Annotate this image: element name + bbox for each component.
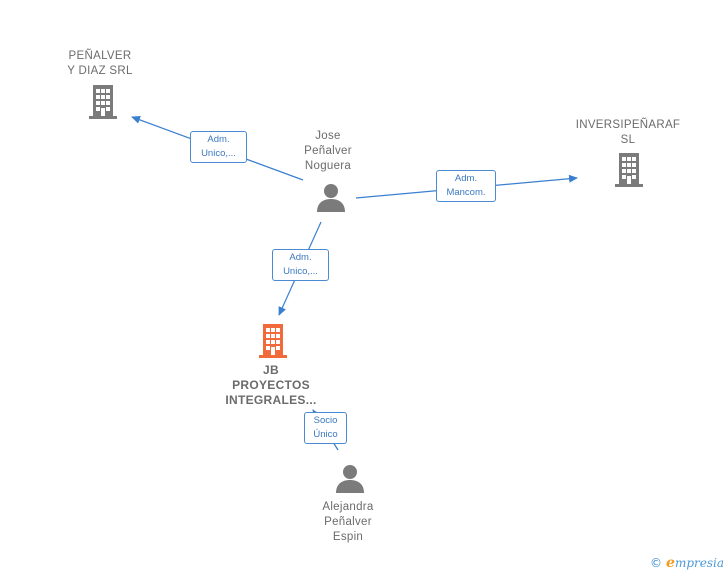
node-label-line: PROYECTOS	[232, 378, 310, 392]
node-label-line: INVERSIPEÑARAF	[575, 119, 681, 131]
edge-label-line: Adm.	[289, 252, 312, 263]
edge-label-e4[interactable]: Socio Único	[304, 412, 347, 444]
edge-label-line: Socio	[313, 415, 338, 426]
building-icon[interactable]	[613, 152, 645, 188]
node-label-jose: Jose Peñalver Noguera	[283, 129, 373, 174]
edge-label-e3[interactable]: Adm. Unico,...	[272, 249, 329, 281]
brand-rest: mpresia	[674, 556, 724, 570]
edge-label-line: Unico,...	[283, 266, 318, 277]
node-label-line: Y DIAZ SRL	[67, 65, 133, 77]
node-label-alejandra: Alejandra Peñalver Espin	[303, 500, 393, 545]
node-label-line: Peñalver	[324, 516, 372, 528]
node-label-line: PEÑALVER	[68, 50, 132, 62]
node-label-jb: JB PROYECTOS INTEGRALES...	[206, 363, 336, 408]
edge-label-line: Adm.	[207, 134, 230, 145]
copyright-icon: ©	[650, 556, 663, 570]
building-icon[interactable]	[257, 323, 289, 359]
edge-label-e1[interactable]: Adm. Unico,...	[190, 131, 247, 163]
building-icon[interactable]	[87, 84, 119, 120]
edge-label-line: Adm.	[454, 173, 478, 184]
node-label-line: Jose	[315, 130, 341, 142]
edge-label-line: Unico,...	[201, 148, 236, 159]
brand-initial: e	[666, 555, 675, 571]
person-icon[interactable]	[316, 183, 346, 213]
person-icon[interactable]	[335, 464, 365, 494]
node-label-line: Peñalver	[304, 145, 352, 157]
node-label-line: Noguera	[304, 160, 352, 172]
empresia-watermark: ©empresia	[650, 555, 724, 571]
node-label-line: Alejandra	[322, 501, 374, 513]
node-label-inversi: INVERSIPEÑARAF SL	[566, 118, 690, 148]
edge-label-e2[interactable]: Adm. Mancom.	[436, 170, 496, 202]
node-label-line: JB	[263, 363, 279, 377]
node-label-line: INTEGRALES...	[225, 393, 317, 407]
node-label-line: Espin	[332, 531, 364, 543]
edge-label-line: Mancom.	[446, 187, 486, 198]
node-label-penalver-diaz: PEÑALVER Y DIAZ SRL	[50, 49, 150, 79]
node-label-line: SL	[620, 134, 636, 146]
edge-label-line: Único	[313, 429, 338, 440]
